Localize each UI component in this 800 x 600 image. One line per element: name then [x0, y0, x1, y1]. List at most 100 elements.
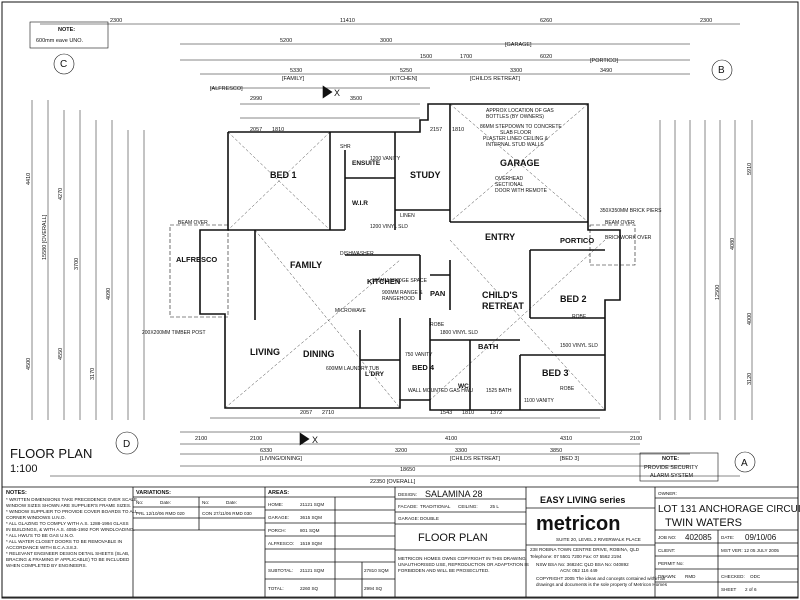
svg-text:1100 VANITY: 1100 VANITY	[524, 398, 554, 404]
svg-text:HOME:: HOME:	[268, 502, 283, 507]
svg-text:* ALL WATER CLOSET DOORS TO BE: * ALL WATER CLOSET DOORS TO BE REMOVABLE…	[6, 539, 122, 544]
note-security-line2: ALARM SYSTEM	[650, 473, 694, 479]
svg-text:3000: 3000	[380, 38, 392, 44]
svg-text:UNAUTHORISED USE, REPRODUCTION: UNAUTHORISED USE, REPRODUCTION OR ADAPTA…	[398, 562, 529, 567]
svg-text:ROBE: ROBE	[430, 322, 445, 328]
alfresco-outline	[169, 224, 636, 318]
svg-text:2994 SQ: 2994 SQ	[364, 586, 383, 591]
svg-text:EASY LIVING series: EASY LIVING series	[540, 495, 625, 505]
svg-text:750 VANITY: 750 VANITY	[405, 352, 433, 358]
svg-text:801 SQM: 801 SQM	[300, 528, 320, 533]
room-wc: WC	[458, 383, 469, 390]
variations-block: VARIATIONS: No: Date: No: Date: PRL 12/1…	[136, 490, 252, 516]
svg-text:CHECKED:: CHECKED:	[721, 574, 745, 579]
svg-text:PRL 12/10/06 RMD 020: PRL 12/10/06 RMD 020	[136, 511, 185, 516]
svg-text:DRAWN:: DRAWN:	[658, 574, 676, 579]
svg-text:CORNER WINDOWS U.N.O.: CORNER WINDOWS U.N.O.	[6, 515, 66, 520]
svg-text:DOOR WITH REMOTE: DOOR WITH REMOTE	[495, 188, 548, 194]
svg-text:1200 VANITY: 1200 VANITY	[370, 156, 401, 162]
svg-text:1810: 1810	[452, 127, 464, 133]
bottom-dimension-text: 2100 2100 4100 4310 2100 6330 3200 3300 …	[195, 127, 642, 485]
svg-text:[GARAGE]: [GARAGE]	[505, 42, 532, 48]
bottom-dimension-lines	[50, 417, 740, 477]
svg-text:NOTES:: NOTES:	[6, 490, 27, 496]
svg-text:3300: 3300	[510, 68, 522, 74]
company-block: EASY LIVING series metricon SUITE 20, LE…	[530, 495, 668, 587]
job-block: OWNER: LOT 131 ANCHORAGE CIRCUIT TWIN WA…	[658, 491, 800, 592]
svg-text:Date:: Date:	[160, 500, 171, 505]
svg-text:CLIENT:: CLIENT:	[658, 548, 675, 553]
section-arrow-bottom	[299, 432, 310, 446]
svg-text:GARAGE:: GARAGE:	[398, 516, 419, 521]
svg-text:86MM STEPDOWN TO CONCRETE: 86MM STEPDOWN TO CONCRETE	[480, 124, 562, 130]
note-security-title: NOTE:	[662, 456, 679, 462]
svg-text:6330: 6330	[260, 448, 272, 454]
svg-text:METRICON HOMES OWNS COPYRIGHT: METRICON HOMES OWNS COPYRIGHT IN THIS DR…	[398, 556, 527, 561]
room-dining: DINING	[303, 349, 335, 359]
svg-text:SUBTOTAL:: SUBTOTAL:	[268, 568, 293, 573]
right-dimension-lines	[659, 120, 753, 420]
svg-text:Date:: Date:	[226, 500, 237, 505]
svg-text:* ALL HWU'S TO BE GAS U.N.O.: * ALL HWU'S TO BE GAS U.N.O.	[6, 533, 74, 538]
room-kitchen: KITCHEN	[367, 277, 400, 286]
svg-text:TOTAL:: TOTAL:	[268, 586, 284, 591]
svg-text:4270: 4270	[58, 188, 64, 200]
svg-text:600MM LAUNDRY TUB: 600MM LAUNDRY TUB	[326, 366, 380, 372]
svg-text:402085: 402085	[685, 533, 712, 542]
grid-marker-d	[115, 431, 139, 455]
svg-text:1700: 1700	[460, 54, 472, 60]
svg-text:OWNER:: OWNER:	[658, 491, 677, 496]
right-dimension-text: 5910 4000 4080 3120 12500	[715, 163, 753, 385]
svg-text:2710: 2710	[322, 410, 334, 416]
grid-marker-a-label: A	[741, 458, 748, 469]
svg-text:22350 [OVERALL]: 22350 [OVERALL]	[370, 479, 416, 485]
svg-text:6020: 6020	[540, 54, 552, 60]
svg-text:25 L: 25 L	[490, 504, 499, 509]
svg-text:3850: 3850	[550, 448, 562, 454]
svg-text:1810: 1810	[462, 410, 474, 416]
svg-text:APPROX LOCATION OF GAS: APPROX LOCATION OF GAS	[486, 108, 554, 114]
svg-text:RANGEHOOD: RANGEHOOD	[382, 296, 415, 302]
svg-text:PLASTER LINED CEILING &: PLASTER LINED CEILING &	[483, 136, 549, 142]
svg-text:RMD: RMD	[685, 574, 696, 579]
svg-text:FORBIDDEN AND WILL BE PROSECUT: FORBIDDEN AND WILL BE PROSECUTED.	[398, 568, 489, 573]
svg-text:1519 SQM: 1519 SQM	[300, 541, 322, 546]
svg-text:* ALL GLAZING TO COMPLY WITH A: * ALL GLAZING TO COMPLY WITH A.S. 1288-1…	[6, 521, 129, 526]
svg-text:GARAGE:: GARAGE:	[268, 515, 289, 520]
note-top-title: NOTE:	[58, 27, 75, 33]
note-box-top	[29, 21, 109, 49]
svg-text:ROBE: ROBE	[560, 386, 575, 392]
svg-text:PERMIT No:: PERMIT No:	[658, 561, 684, 566]
svg-text:3490: 3490	[600, 68, 612, 74]
svg-text:15580 [OVERALL]: 15580 [OVERALL]	[42, 214, 48, 260]
top-dimension-lines	[40, 23, 740, 119]
svg-text:[LIVING/DINING]: [LIVING/DINING]	[260, 456, 302, 462]
svg-text:1800 VINYL SLD: 1800 VINYL SLD	[440, 330, 478, 336]
section-mark-top: X	[334, 88, 340, 98]
svg-text:2100: 2100	[250, 436, 262, 442]
svg-text:3500: 3500	[350, 96, 362, 102]
svg-text:[FAMILY]: [FAMILY]	[282, 76, 305, 82]
svg-text:3300: 3300	[455, 448, 467, 454]
room-bed3: BED 3	[542, 368, 569, 378]
svg-text:[CHILDS RETREAT]: [CHILDS RETREAT]	[470, 76, 520, 82]
svg-text:4310: 4310	[560, 436, 572, 442]
svg-text:NSW BSA No: 36824C QLD BSA N: NSW BSA No: 36824C QLD BSA No: 040892	[536, 562, 629, 567]
svg-text:3120: 3120	[747, 373, 753, 385]
svg-text:IN BUILDINGS, & WITH A.S. 4055: IN BUILDINGS, & WITH A.S. 4055-1992 FOR …	[6, 527, 135, 532]
svg-text:4000: 4000	[747, 313, 753, 325]
svg-text:No:: No:	[136, 500, 143, 505]
svg-text:6260: 6260	[540, 18, 552, 24]
room-garage: GARAGE	[500, 158, 540, 168]
building-walls	[199, 103, 621, 411]
svg-text:2057: 2057	[300, 410, 312, 416]
svg-text:[CHILDS RETREAT]: [CHILDS RETREAT]	[450, 456, 500, 462]
room-bed4: BED 4	[412, 363, 435, 372]
svg-text:1500 VINYL SLD: 1500 VINYL SLD	[560, 343, 598, 349]
svg-text:21121 SQM: 21121 SQM	[300, 568, 324, 573]
svg-text:* WINDOW SUPPLIER TO PROVIDE C: * WINDOW SUPPLIER TO PROVIDE COVER BOARD…	[6, 509, 138, 514]
svg-text:AREAS:: AREAS:	[268, 490, 289, 496]
svg-text:900MM FRIDGE SPACE: 900MM FRIDGE SPACE	[372, 278, 428, 284]
svg-text:[ALFRESCO]: [ALFRESCO]	[210, 86, 243, 92]
